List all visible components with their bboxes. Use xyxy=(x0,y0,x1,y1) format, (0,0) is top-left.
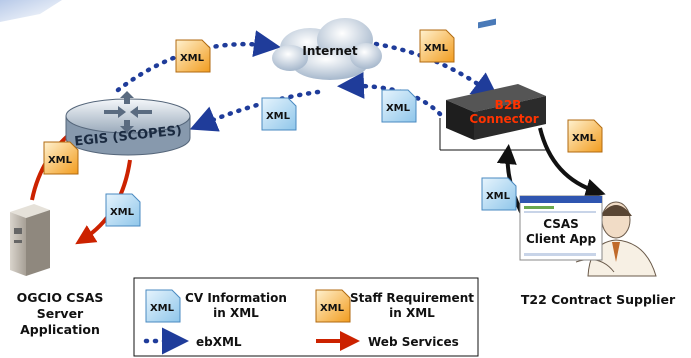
xml-tag: XML xyxy=(320,303,345,314)
b2b-label-line1: B2B xyxy=(495,98,522,112)
server-label-line1: OGCIO CSAS xyxy=(17,290,104,305)
legend: XML CV Information in XML XML Staff Requ… xyxy=(133,277,479,357)
corner-decoration xyxy=(0,0,62,22)
server-label-line3: Application xyxy=(20,322,100,337)
xml-tag: XML xyxy=(150,303,175,314)
legend-webservices-label: Web Services xyxy=(368,335,459,349)
xml-doc-blue-lower-left: XML xyxy=(105,193,141,227)
xml-tag: XML xyxy=(180,53,205,64)
xml-tag: XML xyxy=(424,43,449,54)
server-label-line2: Server xyxy=(37,306,84,321)
b2b-label-line2: Connector xyxy=(469,112,538,126)
b2b-connector xyxy=(446,18,546,140)
ebxml-arrow-egis-to-internet xyxy=(115,30,281,93)
xml-tag: XML xyxy=(486,191,511,202)
legend-blue-doc-icon: XML xyxy=(145,289,181,323)
supplier-person-icon xyxy=(575,201,657,277)
xml-tag: XML xyxy=(48,155,73,166)
arrow-b2b-to-supplier xyxy=(538,127,606,199)
internet-label: Internet xyxy=(302,44,357,58)
xml-tag: XML xyxy=(572,133,597,144)
client-label-line2: Client App xyxy=(526,232,597,246)
xml-doc-orange-left: XML xyxy=(43,141,79,175)
xml-doc-blue-middle-right: XML xyxy=(381,89,417,123)
client-label-line1: CSAS xyxy=(543,217,579,231)
ebxml-arrow-internet-to-egis xyxy=(189,89,321,132)
internet-cloud xyxy=(272,18,382,80)
xml-doc-orange-right: XML xyxy=(567,119,603,153)
legend-staff-label-line2: in XML xyxy=(389,306,435,320)
xml-doc-orange-top-left: XML xyxy=(175,39,211,73)
legend-orange-doc-icon: XML xyxy=(315,289,351,323)
legend-staff-label-line1: Staff Requirement xyxy=(350,291,474,305)
legend-cv-label-line1: CV Information xyxy=(185,291,287,305)
xml-tag: XML xyxy=(110,207,135,218)
xml-tag: XML xyxy=(266,111,291,122)
xml-doc-orange-top-right: XML xyxy=(419,29,455,63)
xml-doc-blue-lower-right: XML xyxy=(481,177,517,211)
server-icon xyxy=(10,204,50,276)
router-arrows-icon xyxy=(104,91,152,133)
client-app-window xyxy=(519,195,603,261)
legend-ebxml-label: ebXML xyxy=(196,335,242,349)
egis-router xyxy=(65,91,191,156)
legend-cv-label-line2: in XML xyxy=(213,306,259,320)
xml-doc-blue-middle-left: XML xyxy=(261,97,297,131)
supplier-label: T22 Contract Supplier xyxy=(521,292,676,307)
xml-tag: XML xyxy=(386,103,411,114)
